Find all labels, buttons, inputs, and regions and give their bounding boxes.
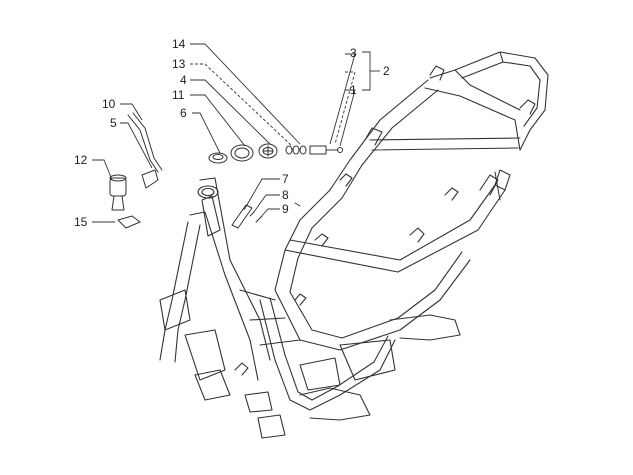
callout-14: 14 [172,37,186,51]
part-12-plug [109,174,127,211]
part-13-washers [285,145,307,155]
callout-4: 4 [180,73,187,87]
callout-9: 9 [282,202,289,216]
callout-3: 3 [350,46,357,60]
callout-11: 11 [172,88,185,102]
callout-13: 13 [172,57,186,71]
callout-8: 8 [282,188,289,202]
part-1-bolt [309,145,343,155]
part-4-cap [258,143,278,159]
part-misc-pin [294,171,501,207]
part-11-ring [230,144,254,162]
part-7-8-9-fasteners [231,204,263,229]
callout-6: 6 [180,106,187,120]
callout-2: 2 [383,64,390,78]
callout-1: 1 [350,83,357,97]
callout-labels: 14 13 4 11 6 3 2 1 10 5 12 15 7 8 9 [74,37,390,229]
part-6-grommet [208,152,228,164]
part-10-5-rod-and-cover [127,112,163,189]
scooter-frame [159,51,549,439]
callout-7: 7 [282,172,289,186]
leader-lines [92,43,380,223]
callout-10: 10 [102,97,116,111]
callout-5: 5 [110,116,117,130]
callout-15: 15 [74,215,88,229]
callout-12: 12 [74,153,88,167]
part-15-clip [117,215,141,229]
